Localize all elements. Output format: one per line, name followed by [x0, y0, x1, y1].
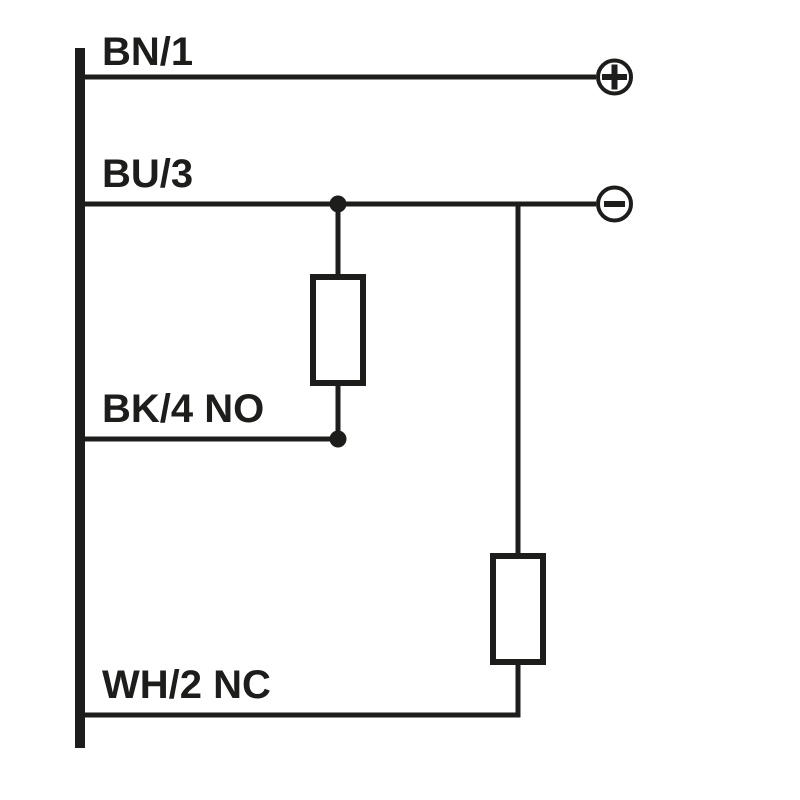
- wire-label-bk4: BK/4 NO: [102, 387, 264, 431]
- wire-label-wh2: WH/2 NC: [102, 663, 271, 707]
- device-bus-bar: [75, 48, 85, 748]
- load-resistor-2-icon: [490, 553, 546, 665]
- minus-icon: [604, 201, 625, 207]
- plus-icon: [602, 64, 627, 90]
- load-resistor-1-icon: [310, 274, 366, 386]
- junction-dot-bk4: [329, 430, 347, 448]
- wire-label-bn1: BN/1: [102, 30, 193, 74]
- wire-label-bu3: BU/3: [102, 152, 193, 196]
